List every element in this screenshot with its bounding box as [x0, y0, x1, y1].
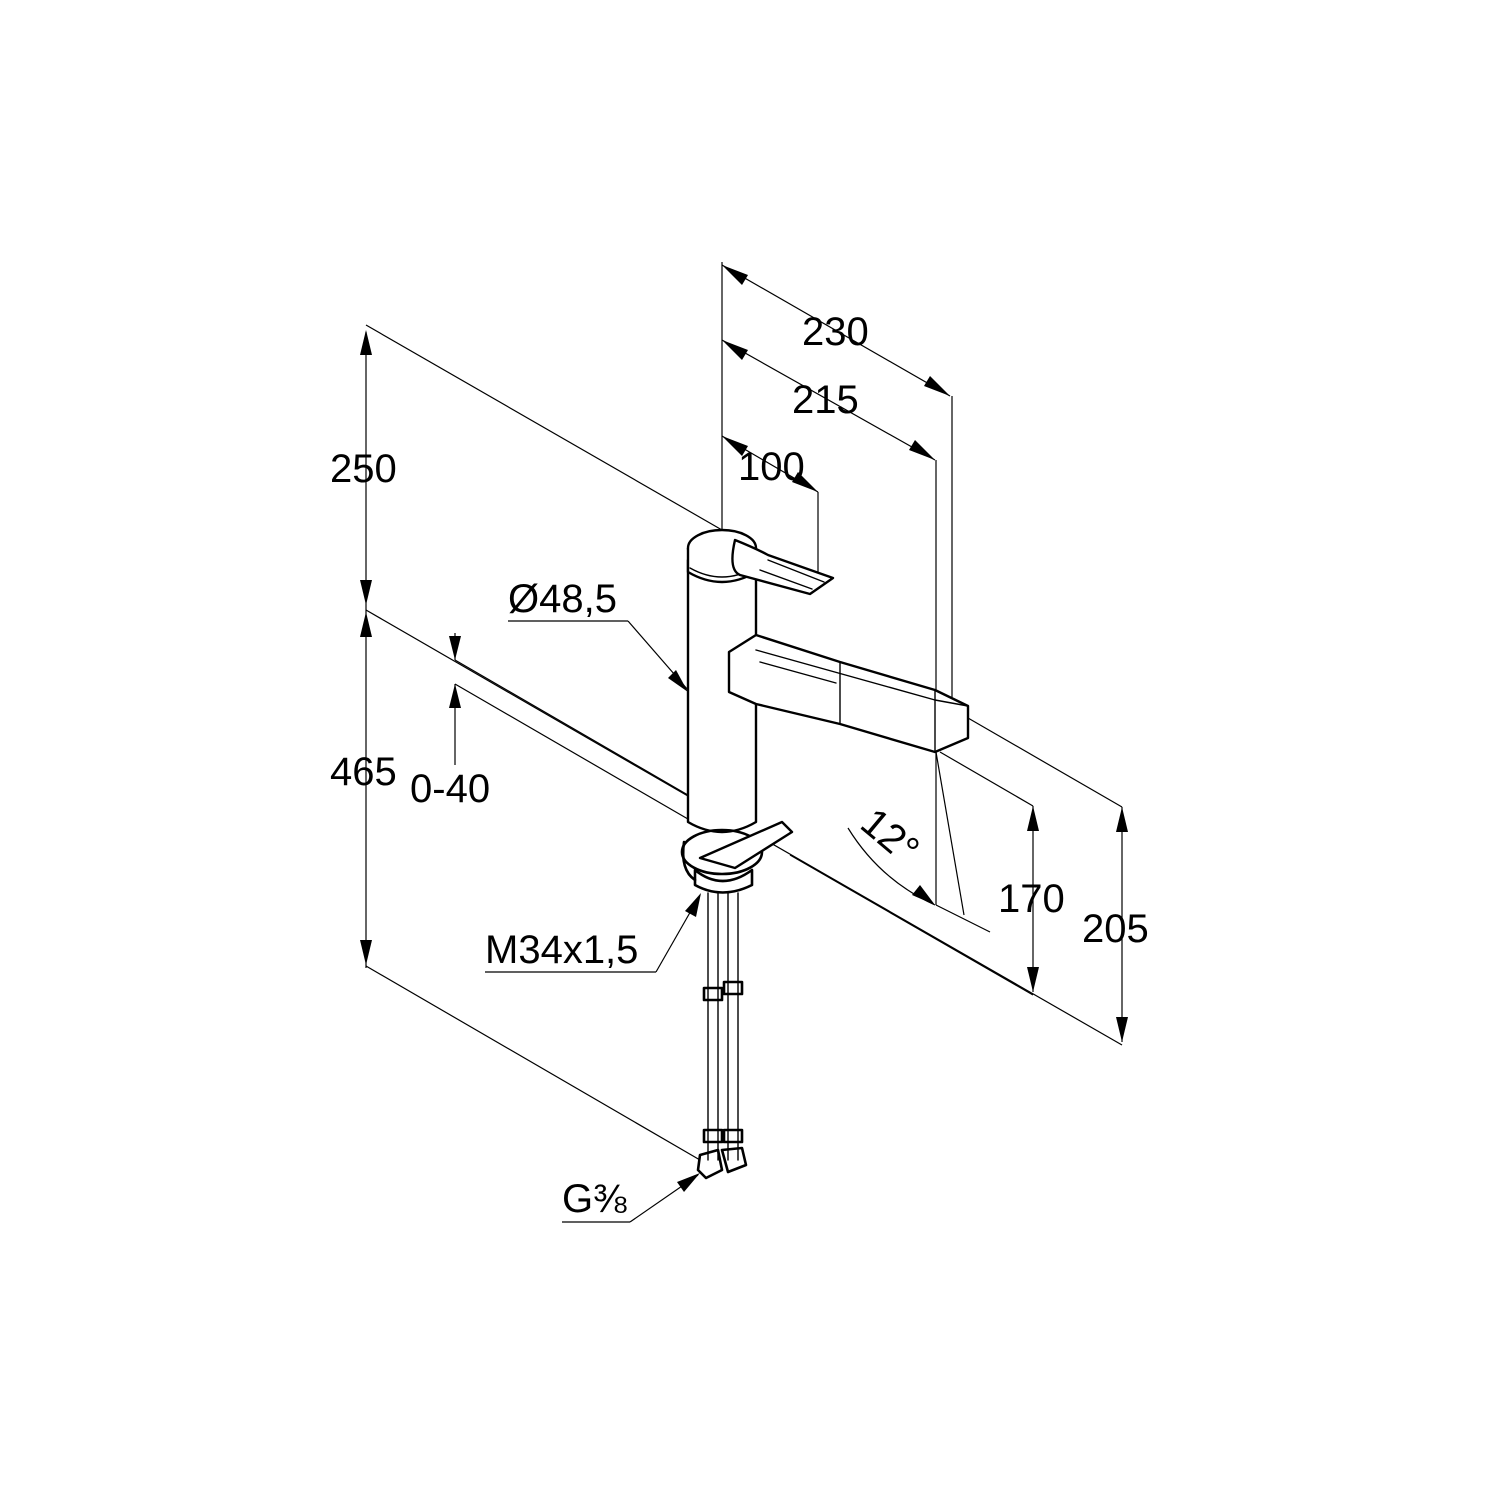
lever-handle-icon [731, 538, 835, 596]
dimension-group-range [449, 633, 701, 827]
leader-connection [562, 1173, 700, 1223]
dim-label-465: 465 [330, 750, 397, 794]
dim-label-170: 170 [998, 877, 1065, 921]
dim-label-thread: M34x1,5 [485, 928, 638, 972]
dim-label-0-40: 0-40 [410, 767, 490, 811]
dimension-group-top [721, 262, 953, 905]
faucet-spout [727, 633, 970, 754]
leader-thread [485, 893, 701, 973]
dim-label-215: 215 [792, 378, 859, 422]
dim-label-connection: G⅜ [562, 1177, 627, 1221]
dimension-group-right [761, 717, 1128, 1046]
base-plate [698, 820, 794, 870]
dim-label-250: 250 [330, 447, 397, 491]
faucet-body [680, 528, 970, 1180]
dim-label-230: 230 [802, 310, 869, 354]
dim-label-diameter: Ø48,5 [508, 577, 617, 621]
faucet-column [686, 558, 758, 834]
dimension-group-left [360, 324, 723, 1161]
leader-diameter [508, 620, 689, 692]
dim-label-205: 205 [1082, 907, 1149, 951]
supply-hoses [696, 892, 748, 1180]
dim-label-angle: 12° [852, 800, 927, 873]
dim-label-100: 100 [738, 445, 805, 489]
angle-indicator [847, 751, 991, 933]
